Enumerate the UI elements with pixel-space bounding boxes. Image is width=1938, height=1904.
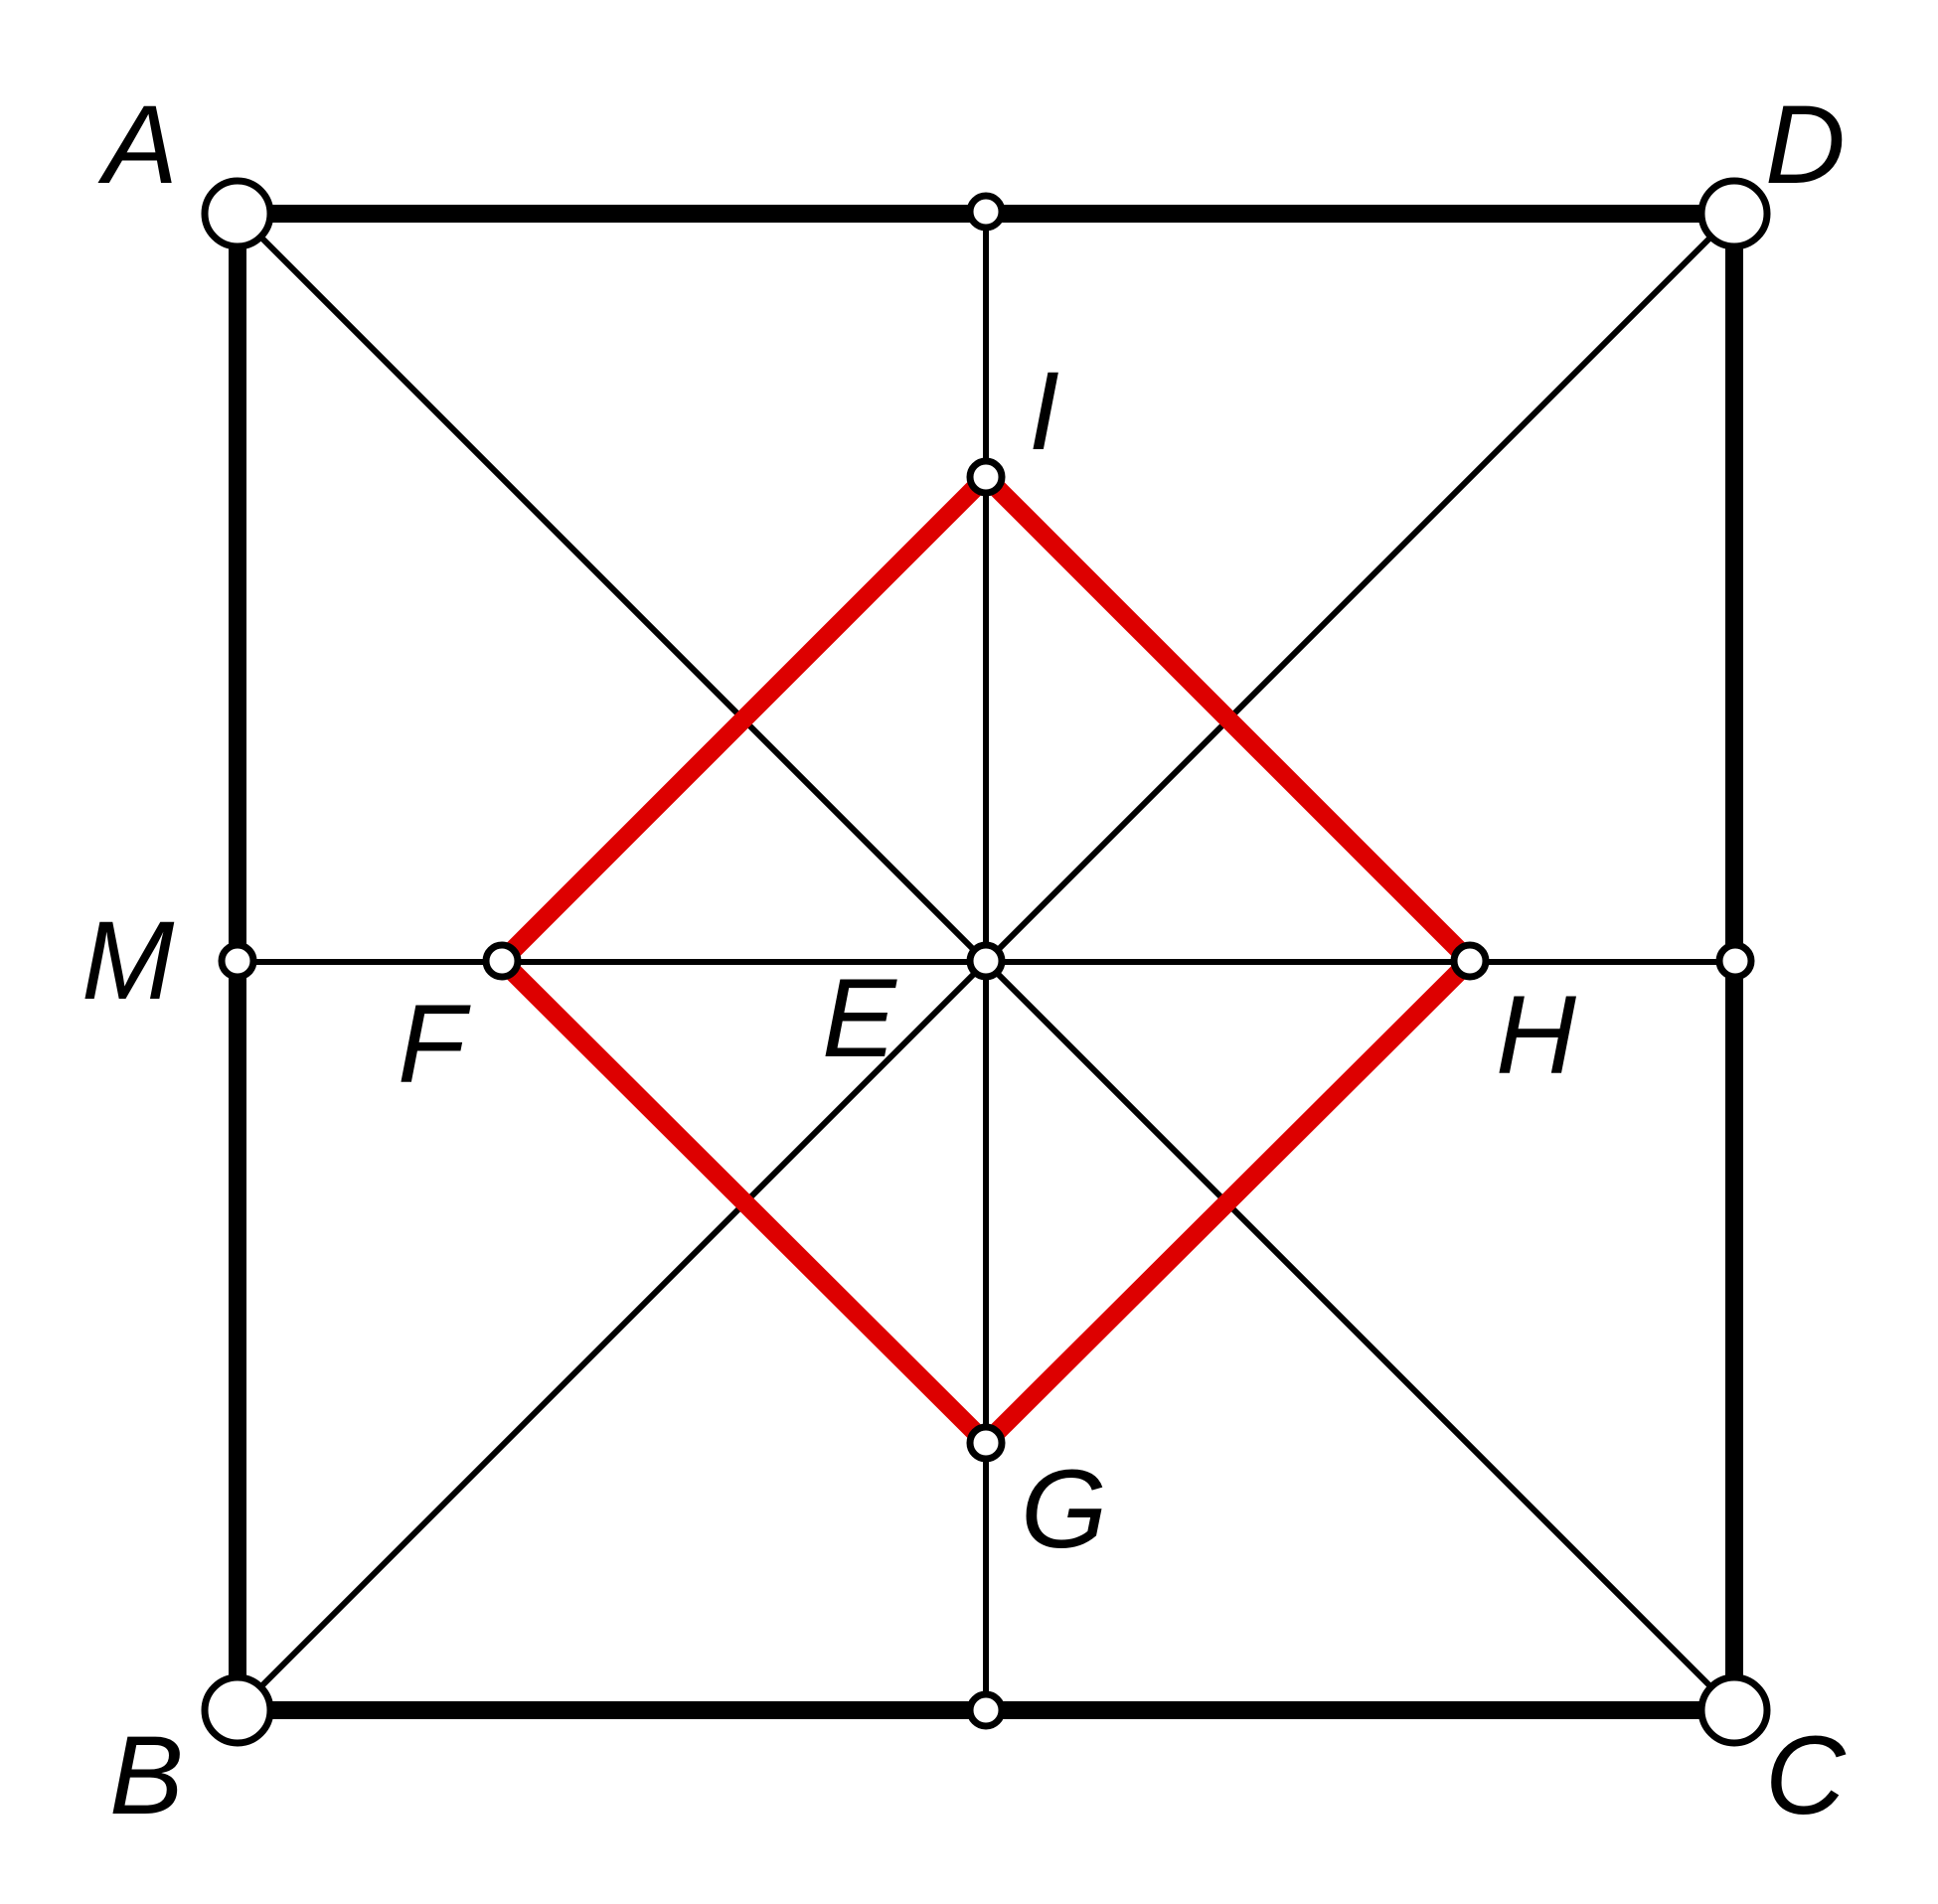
label-f: F xyxy=(398,982,471,1106)
point-a xyxy=(201,177,274,250)
point-m xyxy=(218,941,257,981)
label-i: I xyxy=(1029,349,1059,473)
label-m: M xyxy=(81,898,175,1023)
point-right-midpoint xyxy=(1715,941,1755,981)
label-e: E xyxy=(822,956,897,1080)
label-d: D xyxy=(1765,82,1846,207)
point-top-midpoint xyxy=(966,192,1006,232)
segment-ih xyxy=(976,467,1480,971)
label-c: C xyxy=(1765,1713,1847,1837)
label-h: H xyxy=(1496,973,1576,1097)
point-h xyxy=(1450,941,1490,981)
label-a: A xyxy=(97,82,178,207)
point-f xyxy=(482,941,522,981)
point-b xyxy=(201,1673,274,1747)
label-g: G xyxy=(1021,1447,1107,1571)
segment-hg xyxy=(976,951,1480,1453)
point-e xyxy=(966,941,1006,981)
label-b: B xyxy=(109,1713,184,1837)
point-i xyxy=(966,457,1006,497)
inner-square-fghi xyxy=(492,467,1480,1453)
segment-fg xyxy=(492,951,996,1453)
segment-if xyxy=(492,467,996,971)
point-c xyxy=(1697,1673,1771,1747)
point-d xyxy=(1697,177,1771,250)
point-g xyxy=(966,1423,1006,1463)
point-bottom-midpoint xyxy=(966,1690,1006,1730)
